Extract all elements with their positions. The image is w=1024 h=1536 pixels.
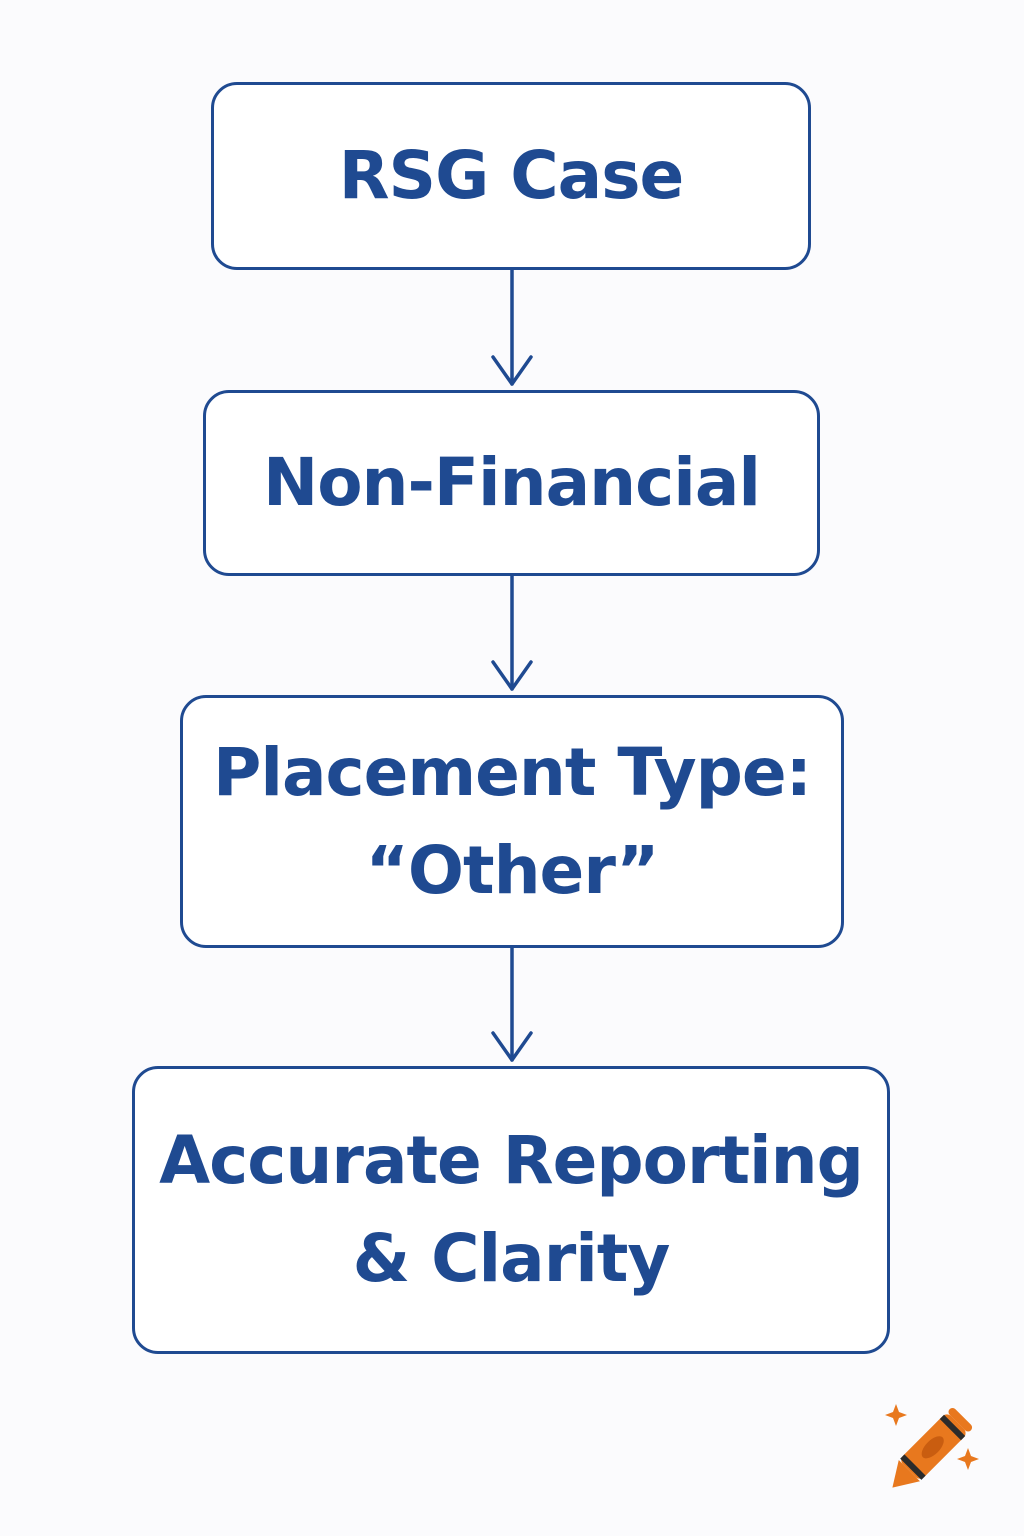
arrow-placement-to-reporting [491,946,533,1062]
node-accurate-reporting: Accurate Reporting & Clarity [132,1066,890,1354]
node-non-financial: Non-Financial [203,390,820,576]
arrow-nonfinancial-to-placement [491,574,533,691]
node-label-line-2: “Other” [365,831,660,909]
node-label-line-1: Placement Type: [212,733,812,811]
sparkle-icon [957,1448,979,1470]
sparkle-icon [885,1404,907,1426]
node-label-line-1: Accurate Reporting [159,1122,864,1199]
arrow-rsg-to-nonfinancial [491,268,533,386]
node-rsg-case: RSG Case [211,82,811,270]
node-label-line-2: & Clarity [352,1220,671,1297]
node-label: Non-Financial [262,444,761,521]
node-placement-type: Placement Type: “Other” [180,695,844,948]
crayon-icon [885,1404,979,1488]
node-label: RSG Case [338,137,685,214]
